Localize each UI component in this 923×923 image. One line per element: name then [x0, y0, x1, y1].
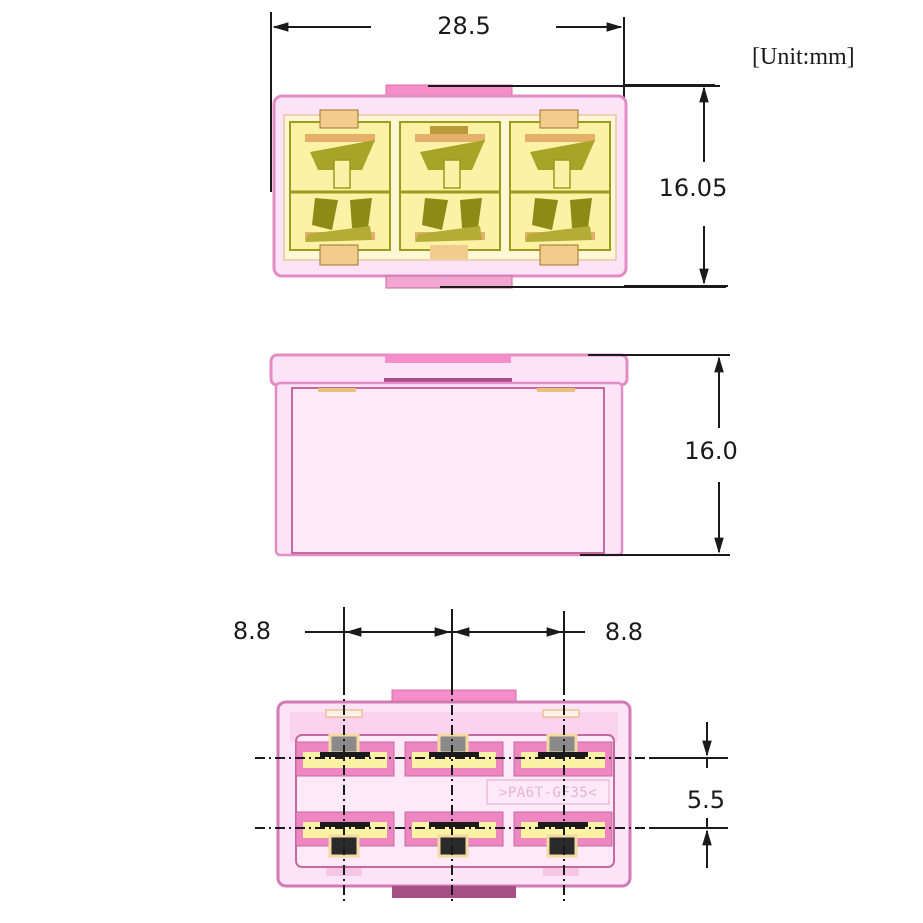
pitch-dimension: 8.8 8.8: [233, 607, 643, 685]
cavity-r2-c2: [404, 811, 504, 858]
width-dim-label: 28.5: [437, 12, 490, 40]
material-mark: >PA6T-GF35<: [499, 785, 597, 801]
material-mark-box: [486, 779, 610, 805]
pitch-right-label: 8.8: [605, 618, 643, 646]
row-pitch-dimension: 5.5: [650, 722, 728, 868]
side-view: 16.0: [269, 353, 738, 557]
width-dimension: 28.5: [270, 12, 625, 195]
cavity-r1-c2: [404, 733, 504, 777]
terminal-cell-1: [289, 109, 391, 266]
front-view: 8.8 8.8: [233, 607, 728, 905]
pitch-left-label: 8.8: [233, 617, 271, 645]
terminal-cell-2: [399, 121, 501, 259]
height-dimension-top: 16.05: [624, 84, 728, 287]
terminal-cell-3: [509, 109, 611, 266]
row-pitch-label: 5.5: [687, 786, 725, 814]
height-dim-label: 16.05: [659, 174, 728, 202]
height-dimension-side: 16.0: [580, 354, 738, 556]
center-lines: [255, 685, 650, 905]
top-view: 28.5: [270, 12, 728, 289]
side-height-dim-label: 16.0: [684, 437, 737, 465]
unit-label: [Unit:mm]: [752, 44, 855, 70]
